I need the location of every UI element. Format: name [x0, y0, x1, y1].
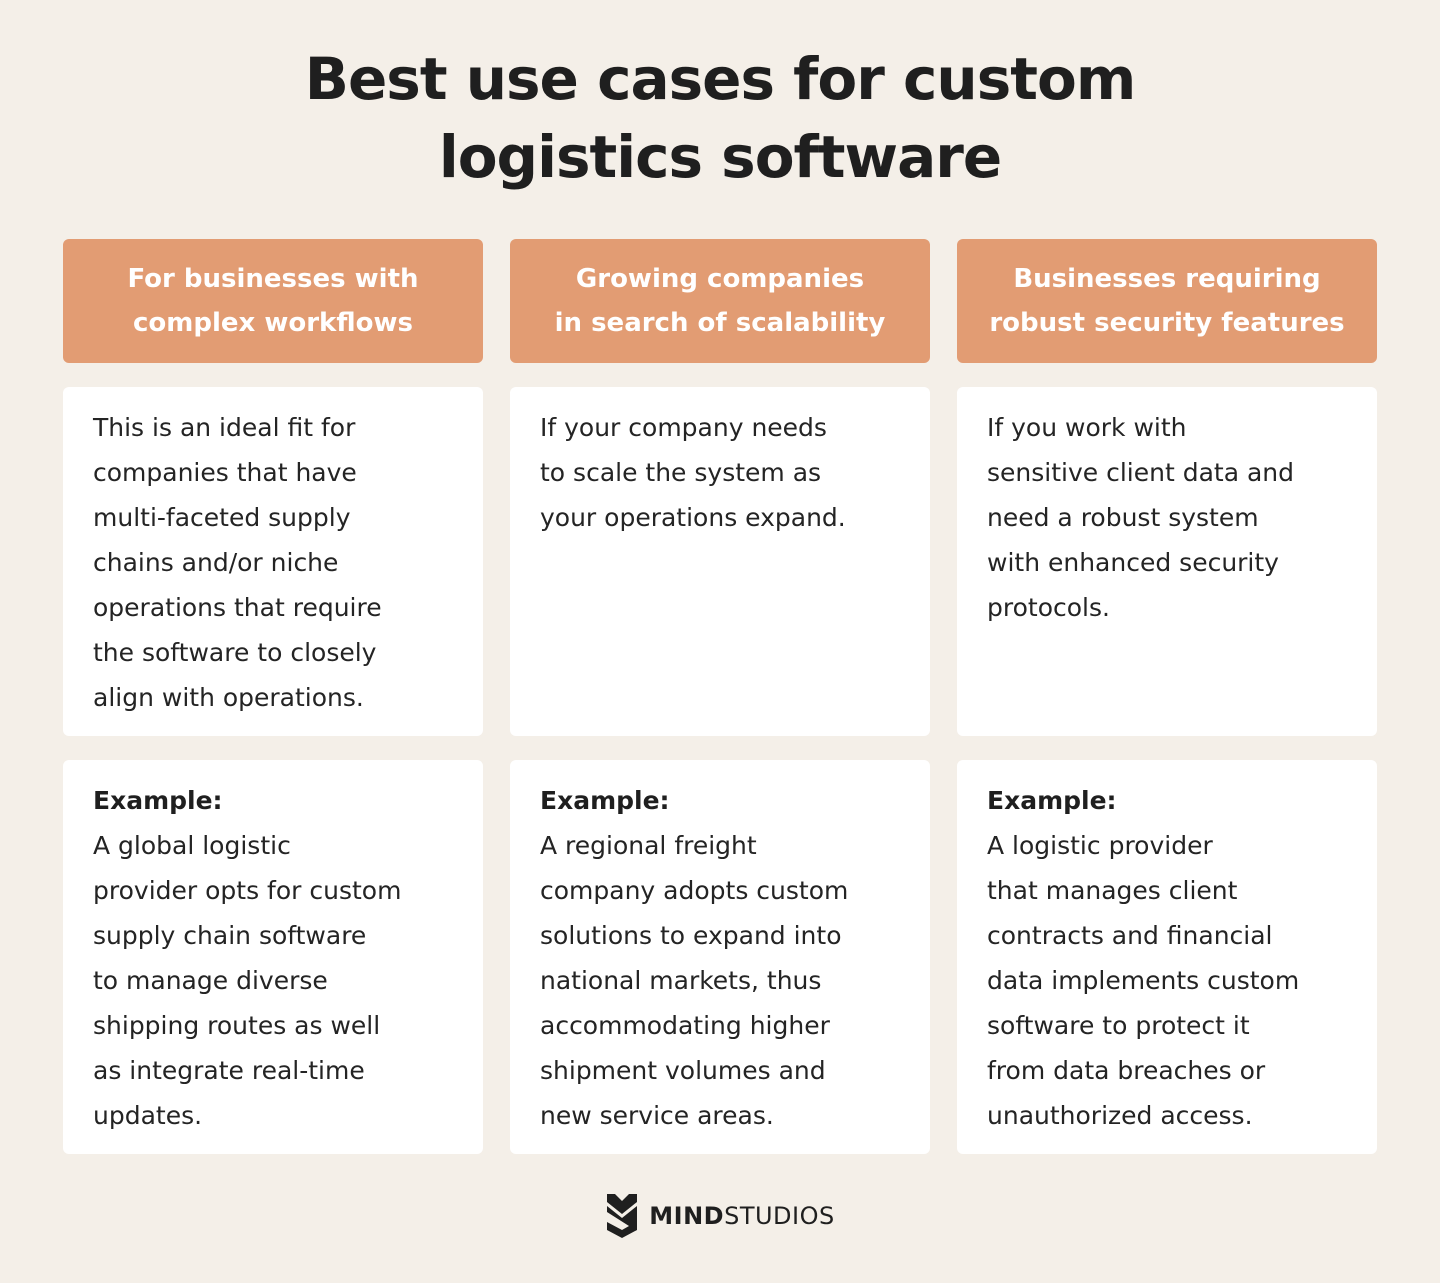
example-line: updates.	[93, 1101, 203, 1130]
use-case-header: Businesses requiring robust security fea…	[957, 239, 1377, 363]
use-case-example-card: Example: A regional freight company adop…	[510, 760, 930, 1154]
description-line: companies that have	[93, 458, 357, 487]
description-line: If your company needs	[540, 413, 827, 442]
example-label: Example:	[987, 786, 1117, 815]
example-label: Example:	[540, 786, 670, 815]
description-line: chains and/or niche	[93, 548, 339, 577]
example-line: accommodating higher	[540, 1011, 830, 1040]
example-line: provider opts for custom	[93, 876, 402, 905]
description-line: your operations expand.	[540, 503, 846, 532]
use-case-description-card: If your company needs to scale the syste…	[510, 387, 930, 736]
description-line: operations that require	[93, 593, 382, 622]
use-case-description-card: This is an ideal fit for companies that …	[63, 387, 483, 736]
example-label: Example:	[93, 786, 223, 815]
description-line: multi-faceted supply	[93, 503, 351, 532]
brand-wordmark-bold: MIND	[649, 1202, 725, 1230]
description-line: This is an ideal fit for	[93, 413, 356, 442]
example-line: shipping routes as well	[93, 1011, 381, 1040]
description-line: need a robust system	[987, 503, 1259, 532]
example-line: shipment volumes and	[540, 1056, 826, 1085]
header-line: robust security features	[989, 308, 1345, 338]
example-line: supply chain software	[93, 921, 367, 950]
header-line: For businesses with	[127, 264, 419, 294]
example-line: contracts and financial	[987, 921, 1273, 950]
description-line: If you work with	[987, 413, 1187, 442]
header-line: in search of scalability	[554, 308, 886, 338]
example-line: that manages client	[987, 876, 1238, 905]
page-title-line-1: Best use cases for custom	[304, 45, 1137, 113]
example-line: company adopts custom	[540, 876, 849, 905]
header-line: complex workflows	[133, 308, 413, 338]
example-line: as integrate real-time	[93, 1056, 365, 1085]
use-case-column-complex-workflows: For businesses with complex workflows Th…	[63, 239, 483, 1154]
use-case-example-card: Example: A logistic provider that manage…	[957, 760, 1377, 1154]
use-case-example-card: Example: A global logistic provider opts…	[63, 760, 483, 1154]
brand-wordmark-regular: STUDIOS	[724, 1202, 835, 1230]
example-line: A logistic provider	[987, 831, 1213, 860]
description-line: to scale the system as	[540, 458, 822, 487]
use-case-header: Growing companies in search of scalabili…	[510, 239, 930, 363]
page-title: Best use cases for custom logistics soft…	[0, 40, 1440, 196]
example-line: national markets, thus	[540, 966, 822, 995]
use-case-column-scalability: Growing companies in search of scalabili…	[510, 239, 930, 1154]
header-line: Growing companies	[575, 264, 865, 294]
mindstudios-logo-icon	[607, 1194, 638, 1238]
example-line: data implements custom	[987, 966, 1300, 995]
use-case-header: For businesses with complex workflows	[63, 239, 483, 363]
description-line: align with operations.	[93, 683, 364, 712]
example-line: solutions to expand into	[540, 921, 842, 950]
example-line: unauthorized access.	[987, 1101, 1253, 1130]
example-line: from data breaches or	[987, 1056, 1266, 1085]
description-line: protocols.	[987, 593, 1110, 622]
use-case-description-card: If you work with sensitive client data a…	[957, 387, 1377, 736]
description-line: with enhanced security	[987, 548, 1279, 577]
description-line: the software to closely	[93, 638, 377, 667]
page-title-line-2: logistics software	[438, 123, 1002, 191]
use-case-column-security: Businesses requiring robust security fea…	[957, 239, 1377, 1154]
description-line: sensitive client data and	[987, 458, 1294, 487]
brand-wordmark: MINDSTUDIOS	[649, 1202, 834, 1230]
brand-footer: MINDSTUDIOS	[0, 1192, 1440, 1240]
example-line: to manage diverse	[93, 966, 328, 995]
example-line: software to protect it	[987, 1011, 1250, 1040]
example-line: A global logistic	[93, 831, 291, 860]
example-line: A regional freight	[540, 831, 757, 860]
example-line: new service areas.	[540, 1101, 774, 1130]
header-line: Businesses requiring	[1013, 264, 1321, 294]
